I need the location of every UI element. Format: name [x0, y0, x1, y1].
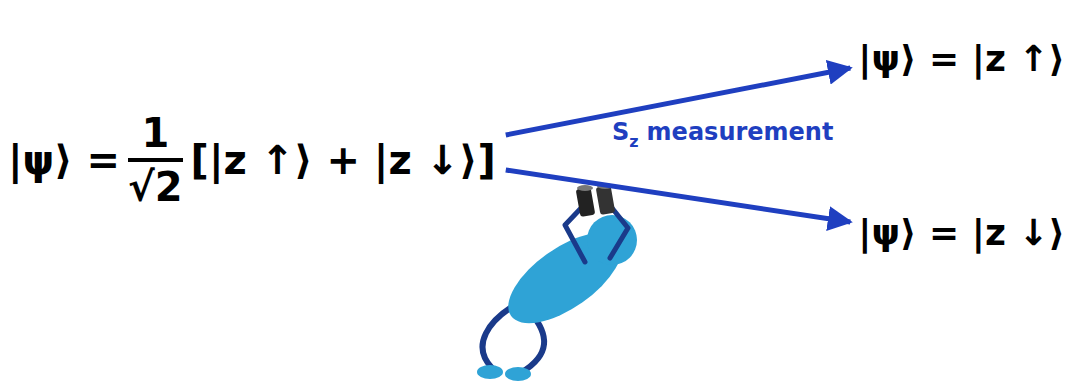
ket-expression: |ψ⟩ =1√2[|z ↑⟩ + |z ↓⟩]	[8, 110, 496, 210]
ket-expression: |ψ⟩ = |z ↑⟩	[858, 38, 1065, 79]
foot	[505, 367, 531, 381]
binocular-rim	[577, 185, 593, 191]
denominator: √2	[128, 164, 183, 210]
numerator: 1	[141, 110, 169, 156]
ket-expression: |ψ⟩ = |z ↓⟩	[858, 212, 1065, 253]
measurement-arrow	[506, 170, 851, 222]
binocular-lens	[576, 187, 596, 217]
collapsed-state: |ψ⟩ = |z ↑⟩	[858, 38, 1065, 79]
stick-figure	[477, 183, 637, 381]
collapsed-state: |ψ⟩ = |z ↓⟩	[858, 212, 1065, 253]
state-label: |ψ⟩ =	[8, 137, 120, 183]
label-text: measurement	[647, 118, 834, 146]
binocular-lens	[596, 185, 616, 215]
foot	[477, 365, 503, 379]
fraction-bar	[128, 158, 183, 162]
body	[494, 216, 637, 341]
fraction: 1√2	[128, 110, 183, 210]
superposition: [|z ↑⟩ + |z ↓⟩]	[191, 137, 496, 183]
subscript: z	[629, 132, 638, 151]
label-text: S	[612, 118, 629, 146]
arm	[610, 208, 628, 258]
measurement-label: Szmeasurement	[612, 120, 833, 144]
